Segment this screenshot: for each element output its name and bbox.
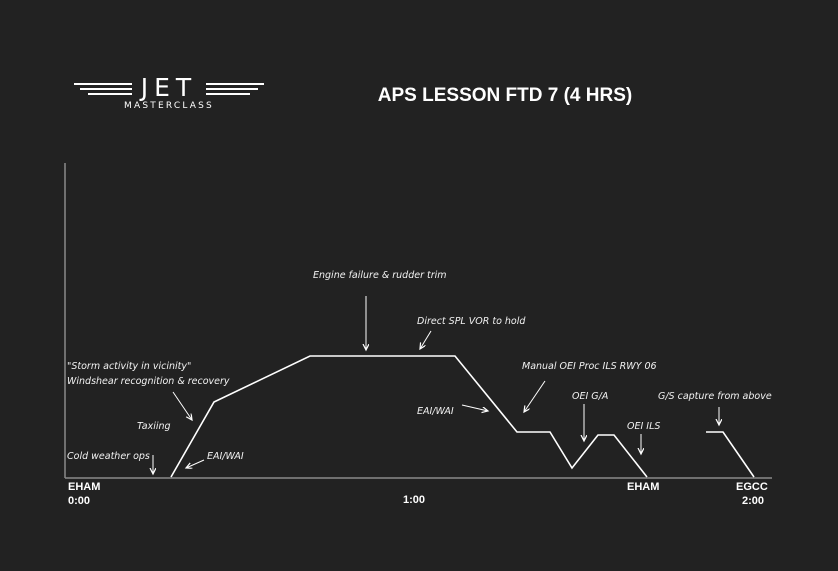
label-storm: "Storm activity in vicinity" <box>67 361 192 372</box>
arrow-windshear <box>172 391 192 420</box>
label-engine-failure: Engine failure & rudder trim <box>313 270 447 281</box>
axis-start-airport: EHAM <box>68 481 101 493</box>
arrow-eai-wai-climb <box>186 459 205 468</box>
label-taxiing: Taxiing <box>137 421 171 432</box>
label-direct-spl: Direct SPL VOR to hold <box>417 316 526 327</box>
axis-mid-time: 1:00 <box>403 494 426 506</box>
label-eai-wai-climb: EAI/WAI <box>207 451 244 462</box>
label-gs-capture: G/S capture from above <box>658 391 772 402</box>
label-oei-ils: OEI ILS <box>627 421 661 432</box>
logo-subtitle: MASTERCLASS <box>124 101 214 111</box>
axis-mid-airport: EHAM <box>627 481 660 493</box>
flight-profile-line-main <box>170 355 648 478</box>
label-oei-ga: OEI G/A <box>572 391 609 402</box>
logo-wing-left-mid <box>80 88 132 90</box>
jet-masterclass-logo: JET MASTERCLASS <box>74 74 264 114</box>
label-eai-wai-descent: EAI/WAI <box>417 406 454 417</box>
arrow-manual-oei <box>524 380 546 412</box>
axis-end-time: 2:00 <box>742 495 765 507</box>
arrow-direct-spl <box>420 330 432 349</box>
logo-wing-right-top <box>206 83 264 85</box>
axis-start-time: 0:00 <box>68 495 91 507</box>
logo-wing-right-bottom <box>206 93 250 95</box>
logo-wing-left-top <box>74 83 132 85</box>
logo-word: JET <box>140 73 198 102</box>
logo-wing-left-bottom <box>88 93 132 95</box>
arrow-eai-wai-descent <box>461 404 488 411</box>
label-manual-oei: Manual OEI Proc ILS RWY 06 <box>522 361 657 372</box>
label-windshear: Windshear recognition & recovery <box>67 376 230 387</box>
label-cold-weather: Cold weather ops <box>67 451 150 462</box>
flight-profile-line-egcc <box>706 431 755 478</box>
logo-wing-right-mid <box>206 88 258 90</box>
axis-end-airport: EGCC <box>736 481 768 493</box>
page-title: APS LESSON FTD 7 (4 HRS) <box>377 85 633 106</box>
